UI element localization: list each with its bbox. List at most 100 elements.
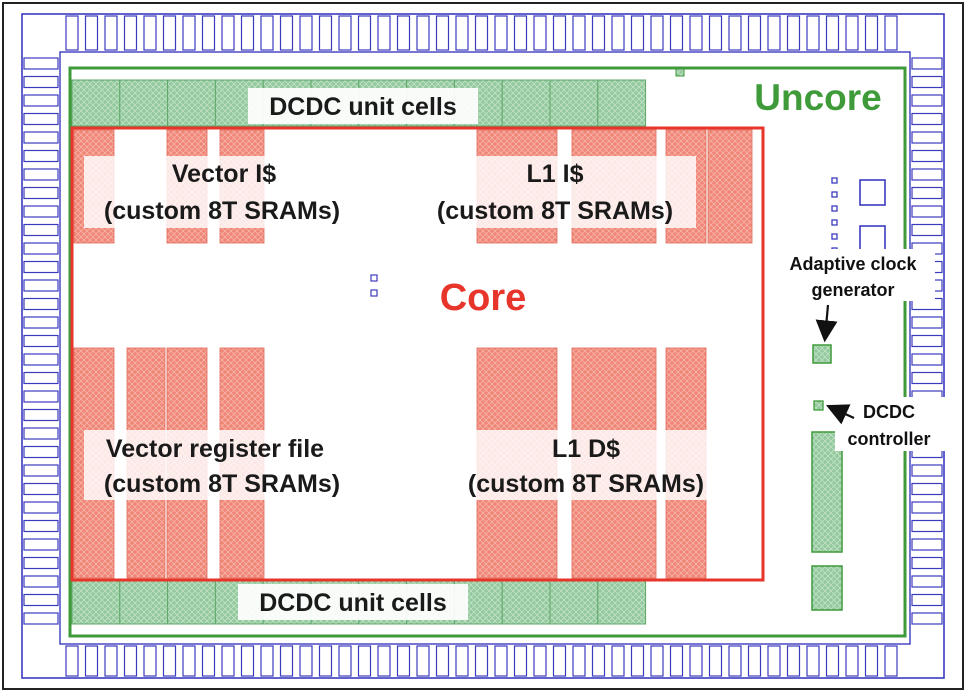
dcdc-bottom-label: DCDC unit cells: [259, 589, 447, 617]
io-pad-bottom: [650, 645, 664, 677]
io-pad-bottom: [591, 645, 606, 677]
io-pad-bottom: [260, 645, 274, 677]
io-pad-bottom: [767, 645, 781, 677]
dcdc-unit-cell: [119, 579, 169, 625]
io-pad-bottom: [572, 645, 586, 677]
io-pad-right: [911, 205, 943, 218]
io-pad-top: [884, 15, 898, 51]
io-pad-left: [23, 242, 59, 255]
io-pad-bottom: [689, 645, 703, 677]
io-pad-left: [23, 371, 59, 385]
io-pad-bottom: [416, 645, 430, 677]
io-pad-top: [611, 15, 625, 51]
dcdc-unit-cell: [597, 579, 647, 625]
io-pad-bottom: [845, 645, 859, 677]
io-pad-top: [864, 15, 879, 51]
io-pad-top: [104, 15, 118, 51]
io-pad-left: [23, 186, 59, 200]
vrf-label-bg: [84, 430, 362, 500]
l1-dcache-label-line2: (custom 8T SRAMs): [468, 470, 704, 498]
vector-icache-label-bg: [84, 156, 362, 228]
io-pad-top: [767, 15, 781, 51]
io-pad-left: [23, 223, 59, 237]
dcdc-bottom-label-bg: [238, 584, 468, 620]
io-pad-top: [435, 15, 450, 51]
dcdc-unit-cell: [597, 79, 647, 127]
io-pad-right: [911, 316, 943, 329]
io-pad-left: [23, 390, 59, 403]
io-pad-bottom: [552, 645, 567, 677]
uncore-dcdc-block: [811, 565, 843, 611]
io-pad-right: [911, 501, 943, 514]
dcdc-unit-cell: [119, 79, 169, 127]
core-boundary: [70, 126, 765, 582]
io-pad-bottom: [884, 645, 898, 677]
clock-gen-label-bg: [773, 249, 935, 301]
io-pad-bottom: [162, 645, 177, 677]
dcdc-top-label: DCDC unit cells: [269, 93, 457, 121]
dcdc-ctrl-label-line2: controller: [847, 429, 930, 449]
io-pad-bottom: [240, 645, 255, 677]
io-pad-right: [911, 149, 943, 163]
io-pad-bottom: [435, 645, 450, 677]
io-pad-right: [911, 575, 943, 588]
io-pad-bottom: [338, 645, 352, 677]
io-pad-left: [23, 538, 59, 551]
io-pad-top: [533, 15, 547, 51]
io-pad-bottom: [65, 645, 79, 677]
io-pad-bottom: [669, 645, 684, 677]
io-pad-left: [23, 149, 59, 163]
dcdc-unit-cell: [167, 79, 216, 127]
clock-gen-arrow: [815, 304, 838, 343]
io-pad-left: [23, 260, 59, 274]
io-pad-top: [338, 15, 352, 51]
io-pad-top: [201, 15, 216, 51]
io-pad-top: [260, 15, 274, 51]
pad-ring-outer: [21, 13, 945, 679]
io-pad-left: [23, 334, 59, 348]
io-pad-top: [728, 15, 742, 51]
io-pad-bottom: [533, 645, 547, 677]
io-pad-top: [279, 15, 294, 51]
io-pad-right: [911, 482, 943, 496]
io-pad-top: [65, 15, 79, 51]
io-pad-left: [23, 279, 59, 292]
vrf-label-line2: (custom 8T SRAMs): [104, 470, 340, 498]
io-pad-left: [23, 612, 59, 625]
io-pad-left: [23, 519, 59, 533]
io-pad-right: [911, 75, 943, 89]
io-pad-left: [23, 75, 59, 89]
io-pad-bottom: [299, 645, 313, 677]
io-pad-left: [23, 593, 59, 607]
io-pad-left: [23, 353, 59, 366]
io-pad-left: [23, 168, 59, 181]
io-pad-bottom: [747, 645, 762, 677]
io-pad-bottom: [143, 645, 157, 677]
io-pad-top: [494, 15, 508, 51]
io-pad-top: [747, 15, 762, 51]
io-pad-top: [708, 15, 723, 51]
adaptive-clock-generator-block: [812, 344, 832, 364]
io-pad-right: [911, 94, 943, 107]
dcdc-unit-cell: [167, 579, 216, 625]
vrf-label-line1: Vector register file: [106, 435, 324, 463]
io-pad-top: [357, 15, 372, 51]
io-pad-top: [552, 15, 567, 51]
pad-ring-inner: [59, 51, 911, 645]
io-pad-bottom: [182, 645, 196, 677]
io-pad-bottom: [377, 645, 391, 677]
io-pad-top: [221, 15, 235, 51]
io-pad-top: [396, 15, 411, 51]
io-pad-left: [23, 297, 59, 311]
dcdc-unit-cell: [501, 79, 551, 127]
io-pad-bottom: [630, 645, 645, 677]
io-pad-top: [162, 15, 177, 51]
io-pad-right: [911, 612, 943, 625]
dcdc-ctrl-label-line1: DCDC: [863, 402, 915, 422]
dcdc-ctrl-arrow: [826, 404, 855, 425]
dcdc-unit-cell: [549, 579, 599, 625]
io-pad-left: [23, 408, 59, 422]
io-pad-top: [299, 15, 313, 51]
io-pad-top: [806, 15, 820, 51]
io-pad-top: [143, 15, 157, 51]
